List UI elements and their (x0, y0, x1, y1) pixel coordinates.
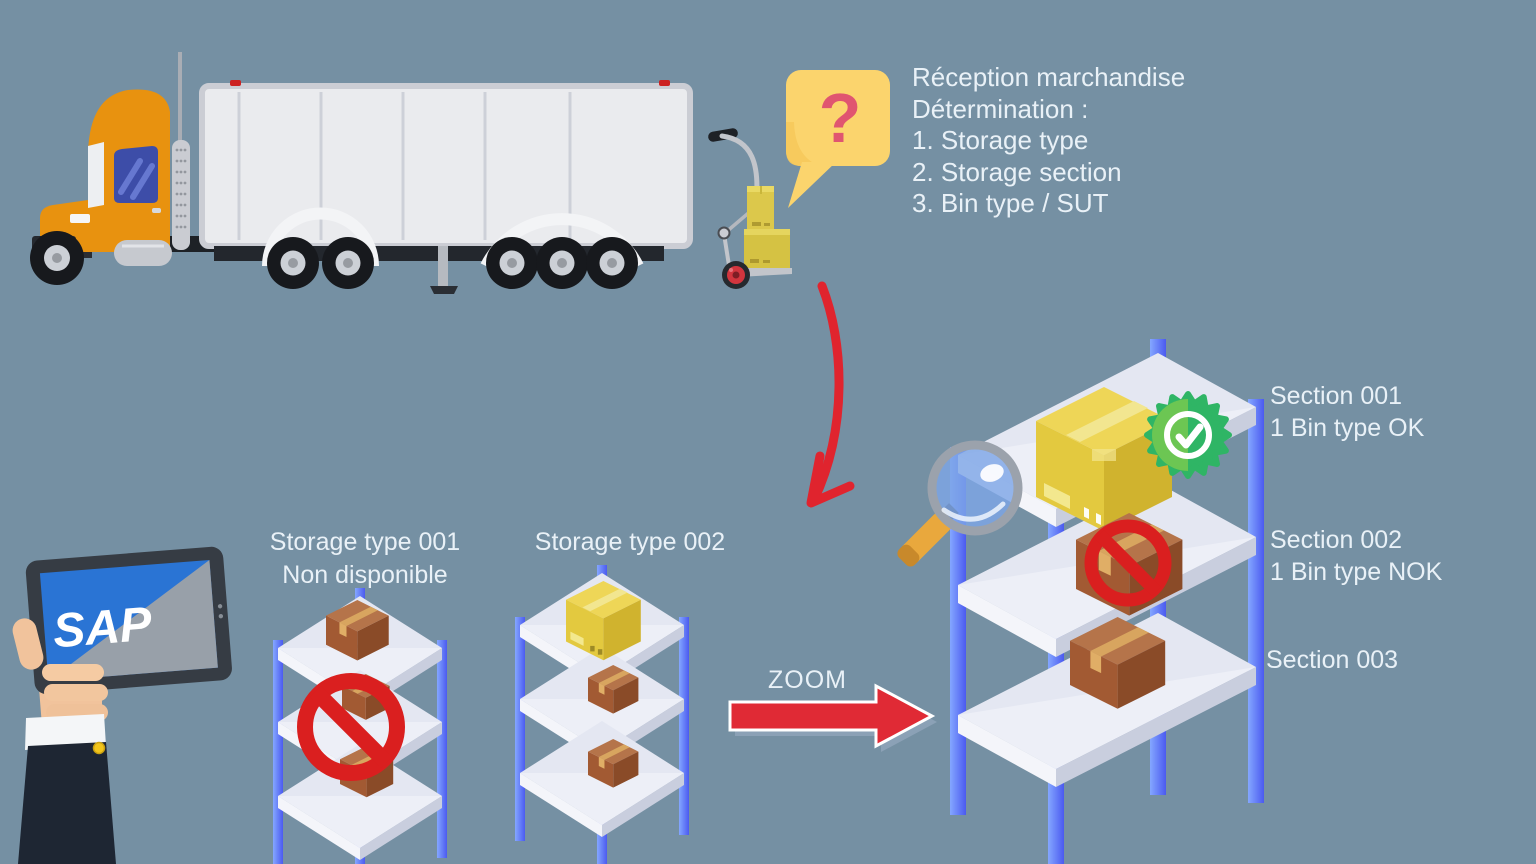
truck-wheels (30, 231, 638, 289)
storage-type-001-label: Storage type 001 Non disponible (225, 526, 505, 592)
zoom-arrow-icon (728, 683, 937, 752)
magnifier (872, 428, 1040, 596)
reception-note-line-4: 2. Storage section (912, 156, 1122, 187)
check-icon (1175, 423, 1204, 449)
reception-note: Réception marchandise Détermination : 1.… (912, 62, 1252, 220)
thumb (12, 618, 44, 670)
storage-type-001-subtitle: Non disponible (282, 561, 448, 589)
cuff-button (92, 741, 106, 755)
zoom-arrow-label: ZOOM (768, 666, 847, 694)
section-001-name: Section 001 (1270, 382, 1403, 410)
curved-arrow-icon (806, 281, 855, 508)
hand-truck-icon (708, 128, 792, 289)
prohibition-icon (297, 673, 405, 781)
reception-note-line-1: Réception marchandise (912, 62, 1186, 92)
magnifier-rim (927, 440, 1023, 536)
trailer-light-rear (659, 80, 670, 86)
carton-box (326, 600, 389, 661)
fuel-tank (114, 240, 172, 266)
storage-type-001-title: Storage type 001 (269, 528, 461, 556)
trailer-support-leg (438, 246, 448, 286)
screen-reflection (48, 559, 218, 681)
not-available-sign-001 (288, 664, 414, 790)
question-bubble: ? (780, 62, 900, 212)
frame-joint (717, 226, 731, 240)
delivery-truck-illustration (18, 40, 698, 296)
trailer-light-front (230, 80, 241, 86)
hand-truck-illustration (700, 112, 800, 297)
exhaust-pipe (178, 52, 182, 146)
section-001-status: 1 Bin type OK (1270, 414, 1425, 442)
question-icon: ? (819, 79, 862, 157)
shirt-cuff (25, 714, 106, 750)
sap-logo: SAP (51, 598, 155, 659)
section-002-name: Section 002 (1270, 526, 1403, 554)
reception-note-line-5: 3. Bin type / SUT (912, 188, 1109, 218)
section-002-label: Section 002 1 Bin type NOK (1270, 524, 1530, 588)
sap-tablet-hand-illustration: SAP (2, 542, 242, 864)
reception-note-line-2: Détermination : (912, 93, 1089, 124)
hand-truck-boxes (744, 186, 790, 268)
bubble-tail (788, 162, 836, 208)
truck-icon (30, 52, 693, 294)
toe-plate (738, 268, 792, 277)
flow-arrow-down (760, 276, 872, 528)
ok-badge-icon (1144, 391, 1232, 479)
storage-type-002-title: Storage type 002 (534, 528, 726, 556)
headlight (70, 214, 90, 223)
reception-note-line-3: 1. Storage type (912, 125, 1089, 155)
carton-box (588, 665, 639, 714)
suit-sleeve (18, 742, 116, 864)
windshield (88, 142, 104, 208)
sap-tablet: SAP (25, 546, 232, 695)
shelf-sections-detail (948, 295, 1278, 864)
storage-type-002-label: Storage type 002 (490, 526, 770, 559)
section-001-label: Section 001 1 Bin type OK (1270, 380, 1530, 444)
rear-fender (262, 207, 379, 267)
section-003-name: Section 003 (1266, 646, 1399, 674)
zoom-arrow (726, 682, 942, 758)
section-003-label: Section 003 (1266, 644, 1526, 676)
carton-box-section-003 (1070, 617, 1166, 709)
fingers (42, 664, 108, 721)
magnifier-icon (897, 440, 1023, 567)
nok-prohibition-icon (1084, 519, 1172, 607)
shelf-storage-type-002 (512, 565, 692, 864)
door-handle (152, 208, 161, 213)
section-002-status: 1 Bin type NOK (1270, 558, 1443, 586)
hand-truck-wheel (722, 261, 750, 289)
